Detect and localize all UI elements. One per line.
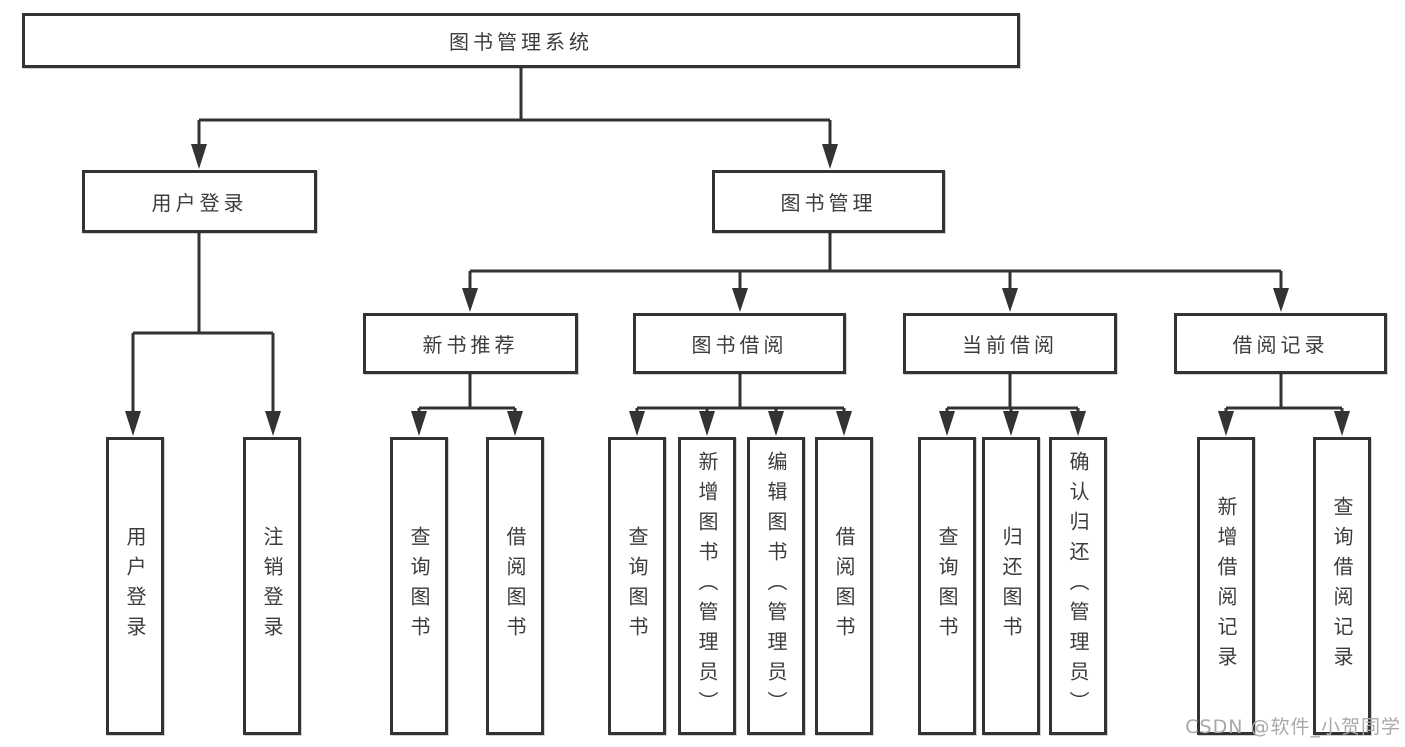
leaf-query-books: 查询图书: [390, 437, 448, 735]
node-label: 当前借阅: [962, 333, 1058, 357]
node-label: 新增图书（管理员）: [695, 451, 719, 721]
csdn-watermark: CSDN @软件_小贺同学: [1185, 716, 1401, 738]
node-library-system: 图书管理系统: [22, 13, 1020, 68]
node-current-borrow: 当前借阅: [903, 313, 1117, 374]
leaf-add-books-admin: 新增图书（管理员）: [678, 437, 736, 735]
node-label: 查询图书: [407, 526, 431, 646]
node-label: 编辑图书（管理员）: [764, 451, 788, 721]
leaf-query-borrow-record: 查询借阅记录: [1313, 437, 1371, 735]
leaf-add-borrow-record: 新增借阅记录: [1197, 437, 1255, 735]
node-label: 查询借阅记录: [1330, 496, 1354, 676]
arrowhead-group: [125, 144, 1350, 436]
node-new-book-recommend: 新书推荐: [363, 313, 578, 374]
node-user-login: 用户登录: [82, 170, 317, 233]
leaf-logout: 注销登录: [243, 437, 301, 735]
node-label: 新增借阅记录: [1214, 496, 1238, 676]
leaf-query-books: 查询图书: [918, 437, 976, 735]
leaf-edit-books-admin: 编辑图书（管理员）: [747, 437, 805, 735]
node-book-management: 图书管理: [712, 170, 945, 233]
leaf-return-books: 归还图书: [982, 437, 1040, 735]
node-label: 注销登录: [260, 526, 284, 646]
node-label: 图书管理系统: [449, 30, 593, 54]
leaf-borrow-books: 借阅图书: [815, 437, 873, 735]
node-label: 查询图书: [625, 526, 649, 646]
node-label: 用户登录: [151, 191, 248, 215]
leaf-query-books: 查询图书: [608, 437, 666, 735]
leaf-borrow-books: 借阅图书: [486, 437, 544, 735]
node-label: 图书借阅: [691, 333, 788, 357]
leaf-user-login: 用户登录: [106, 437, 164, 735]
node-label: 查询图书: [935, 526, 959, 646]
node-label: 借阅图书: [832, 526, 856, 646]
node-label: 新书推荐: [422, 333, 519, 357]
node-label: 图书管理: [780, 191, 877, 215]
node-label: 归还图书: [999, 526, 1023, 646]
node-book-borrow: 图书借阅: [633, 313, 846, 374]
node-label: 确认归还（管理员）: [1066, 451, 1090, 721]
node-label: 用户登录: [123, 526, 147, 646]
node-label: 借阅图书: [503, 526, 527, 646]
node-label: 借阅记录: [1232, 333, 1329, 357]
node-borrow-records: 借阅记录: [1174, 313, 1387, 374]
leaf-confirm-return-admin: 确认归还（管理员）: [1049, 437, 1107, 735]
